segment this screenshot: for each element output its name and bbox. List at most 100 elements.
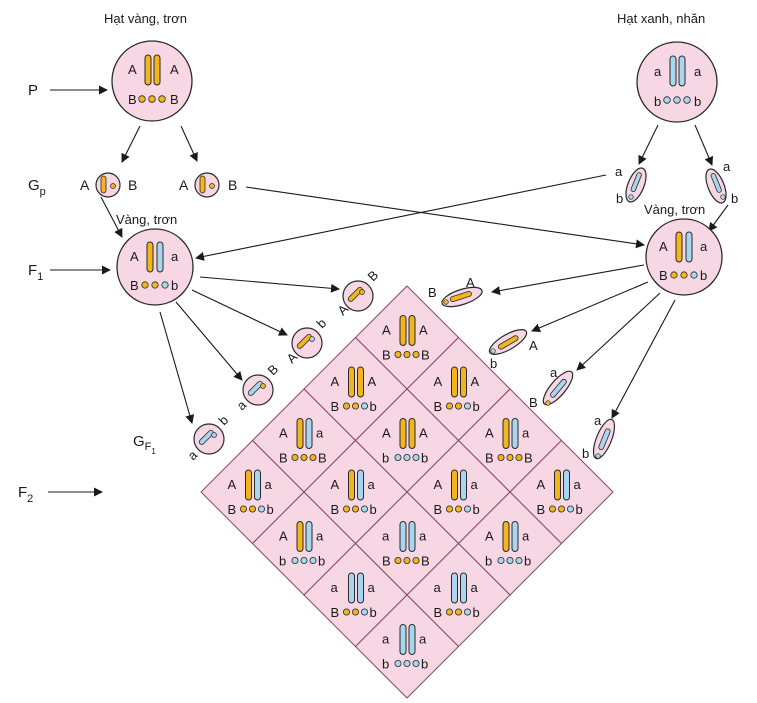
chromosome — [408, 418, 416, 449]
svg-text:A: A — [659, 239, 668, 254]
svg-text:a: a — [700, 239, 708, 254]
arrow-f1-right-to-gamete-Ab — [531, 281, 649, 333]
allele-dot — [454, 505, 462, 513]
allele-dot — [351, 608, 359, 616]
allele-label: b — [421, 657, 428, 672]
gamete-f1-right-ab: a b — [582, 413, 616, 461]
arrow-f1-left-to-gamete-ab — [159, 311, 195, 424]
allele-dot — [403, 557, 411, 565]
allele-dot — [403, 453, 411, 461]
allele-label: B — [382, 348, 391, 363]
svg-text:A: A — [529, 338, 538, 353]
allele-dot — [515, 453, 523, 461]
allele-dot — [342, 505, 350, 513]
allele-dot — [360, 505, 368, 513]
allele-dot — [351, 505, 359, 513]
chromosome — [399, 521, 407, 552]
chromosome — [348, 469, 355, 501]
allele-label: b — [382, 657, 389, 672]
allele-dot — [463, 505, 471, 513]
svg-text:a: a — [694, 64, 702, 79]
chromosome — [348, 366, 355, 398]
allele-dot — [558, 505, 566, 513]
label-gf1: GF1 — [133, 433, 156, 456]
allele-dot — [445, 608, 453, 616]
svg-text:a: a — [171, 249, 179, 264]
svg-text:a: a — [550, 365, 558, 380]
gamete-f1-left-AB: A B — [335, 267, 382, 318]
svg-text:a: a — [594, 413, 602, 428]
allele-dot — [412, 453, 420, 461]
allele-label: A — [331, 477, 340, 492]
allele-label: b — [473, 399, 480, 414]
arrow-gamete-AB-left-to-f1-left — [100, 196, 123, 238]
allele-label: B — [382, 554, 391, 569]
allele-label: b — [370, 502, 377, 517]
allele-dot — [445, 505, 453, 513]
chromosome — [357, 572, 364, 604]
svg-text:B: B — [265, 361, 282, 378]
allele-label: b — [473, 605, 480, 620]
svg-text:B: B — [128, 92, 137, 107]
allele-dot — [412, 660, 420, 668]
chromosome — [511, 521, 519, 552]
allele-label: A — [331, 374, 340, 389]
svg-text:b: b — [582, 446, 589, 461]
arrow-p-left-to-gamete-1 — [121, 125, 141, 163]
allele-label: B — [485, 451, 494, 466]
allele-dot — [506, 557, 514, 565]
svg-text:a: a — [615, 164, 623, 179]
allele-label: A — [419, 426, 428, 441]
allele-label: A — [434, 477, 443, 492]
svg-text:B: B — [130, 278, 139, 293]
allele-dot — [239, 505, 247, 513]
arrow-gamete-AB-right-to-f1-right — [245, 186, 645, 249]
allele-dot — [463, 608, 471, 616]
arrow-gamete-ab-right-to-f1-right — [708, 204, 729, 232]
allele-dot — [403, 660, 411, 668]
chromosome — [296, 521, 304, 552]
allele-label: B — [228, 502, 237, 517]
allele-label: a — [471, 477, 479, 492]
gamete-p-left-2: A B — [179, 172, 237, 198]
svg-text:B: B — [428, 285, 437, 300]
allele-dot — [497, 453, 505, 461]
chromosome — [511, 418, 519, 449]
allele-label: B — [421, 348, 430, 363]
allele-label: B — [537, 502, 546, 517]
chromosome — [563, 469, 570, 501]
allele-label: a — [419, 632, 427, 647]
label-p: P — [28, 82, 38, 99]
svg-text:b: b — [314, 315, 330, 331]
svg-text:B: B — [128, 177, 137, 193]
allele-label: A — [419, 323, 428, 338]
gamete-p-right-1: a b — [615, 164, 647, 206]
allele-label: a — [522, 426, 530, 441]
chromosome — [451, 572, 458, 604]
chromosome — [451, 366, 458, 398]
label-f1: F1 — [28, 262, 43, 283]
svg-text:b: b — [616, 191, 623, 206]
arrow-f1-left-to-gamete-Ab — [191, 289, 288, 336]
allele-label: A — [382, 323, 391, 338]
allele-label: b — [370, 399, 377, 414]
allele-dot — [454, 402, 462, 410]
allele-dot — [394, 453, 402, 461]
allele-label: b — [267, 502, 274, 517]
allele-dot — [567, 505, 575, 513]
chromosome — [399, 624, 407, 655]
chromosome — [399, 315, 407, 346]
chromosome — [348, 572, 355, 604]
allele-dot — [309, 557, 317, 565]
allele-label: a — [316, 529, 324, 544]
chromosome — [408, 521, 416, 552]
allele-label: b — [382, 451, 389, 466]
arrow-p-right-to-gamete-1 — [638, 124, 659, 165]
parent-cell-yellow-round: A A B B — [111, 40, 193, 122]
label-gp: Gp — [28, 177, 46, 198]
gamete-f1-right-Ab: A b — [488, 329, 538, 371]
arrow-f1-right-to-gamete-aB — [576, 292, 661, 371]
allele-dot — [351, 402, 359, 410]
allele-label: a — [316, 426, 324, 441]
